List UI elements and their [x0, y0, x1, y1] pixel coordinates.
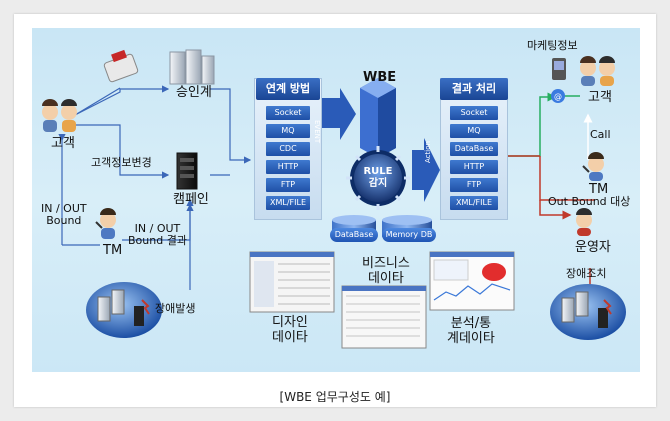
connection-method-item: CDC	[266, 142, 310, 156]
tm-right-label: TM	[589, 182, 609, 197]
operator-label: 운영자	[575, 240, 611, 255]
phone-icon	[552, 58, 566, 80]
failure-occurred-label: 장애발생	[155, 302, 196, 315]
tm-left-icon	[95, 208, 116, 239]
svg-text:@: @	[554, 92, 562, 101]
failure-globe-left-icon	[86, 282, 162, 338]
design-data-label: 디자인 데이타	[272, 315, 308, 345]
result-method-item: Socket	[450, 106, 498, 120]
failure-globe-right-icon	[550, 284, 626, 340]
line-customer-approval	[74, 85, 170, 116]
result-method-item: DataBase	[450, 142, 498, 156]
customer-info-change-label: 고객정보변경	[91, 156, 152, 169]
connection-method-item: XML/FILE	[266, 196, 310, 210]
approval-label: 승인계	[176, 85, 212, 100]
customer-right-label: 고객	[588, 90, 612, 105]
event-label: EVENT	[313, 120, 321, 144]
campaign-server-icon	[176, 152, 198, 190]
business-data-screenshot	[341, 285, 427, 349]
card-terminal-icon	[103, 49, 139, 83]
failure-action-label: 장애조치	[566, 267, 607, 280]
email-icon: @	[551, 89, 565, 103]
line-operator	[539, 200, 572, 220]
line-customer-campaign	[75, 124, 170, 179]
action-label: Action	[424, 141, 432, 163]
business-data-label: 비즈니스 데이타	[362, 256, 410, 286]
analysis-data-label: 분석/통 계데이타	[447, 316, 495, 346]
result-method-item: XML/FILE	[450, 196, 498, 210]
customer-right-icon	[580, 56, 615, 86]
customer-left-icon	[42, 99, 77, 132]
inout-result-label: IN / OUT Bound 결과	[128, 222, 187, 247]
analysis-data-screenshot	[429, 251, 515, 311]
connection-method-item: FTP	[266, 178, 310, 192]
memorydb-badge: Memory DB	[382, 228, 436, 242]
figure-caption: [WBE 업무구성도 예]	[279, 390, 391, 404]
marketing-info-label: 마케팅정보	[527, 39, 578, 52]
wbe-server-icon	[360, 78, 396, 158]
line-outbound	[539, 156, 595, 201]
result-method-item: HTTP	[450, 160, 498, 174]
operator-icon	[576, 208, 592, 236]
connection-panel-title: 연계 방법	[256, 78, 320, 100]
customer-left-label: 고객	[51, 136, 75, 151]
line-to-connection	[210, 88, 252, 164]
result-method-item: MQ	[450, 124, 498, 138]
connection-method-item: MQ	[266, 124, 310, 138]
tm-left-label: TM	[103, 243, 123, 258]
inout-bound-left-label: IN / OUT Bound	[41, 202, 87, 227]
approval-server-icon	[169, 49, 215, 85]
tm-right-icon	[582, 152, 604, 181]
connection-method-item: HTTP	[266, 160, 310, 174]
design-data-screenshot	[249, 251, 335, 313]
line-marketing	[508, 92, 557, 157]
rule-detect-label: RULE 감지	[363, 166, 393, 189]
result-panel-title: 결과 처리	[440, 78, 508, 100]
call-label: Call	[590, 128, 611, 141]
event-arrow-shape	[320, 88, 356, 140]
campaign-label: 캠페인	[173, 192, 209, 207]
wbe-label: WBE	[363, 70, 397, 85]
action-arrow-shape	[412, 138, 440, 202]
outbound-target-label: Out Bound 대상	[548, 195, 631, 208]
result-method-item: FTP	[450, 178, 498, 192]
rule-gear-icon	[346, 146, 410, 210]
database-badge: DataBase	[330, 228, 378, 242]
connection-method-item: Socket	[266, 106, 310, 120]
